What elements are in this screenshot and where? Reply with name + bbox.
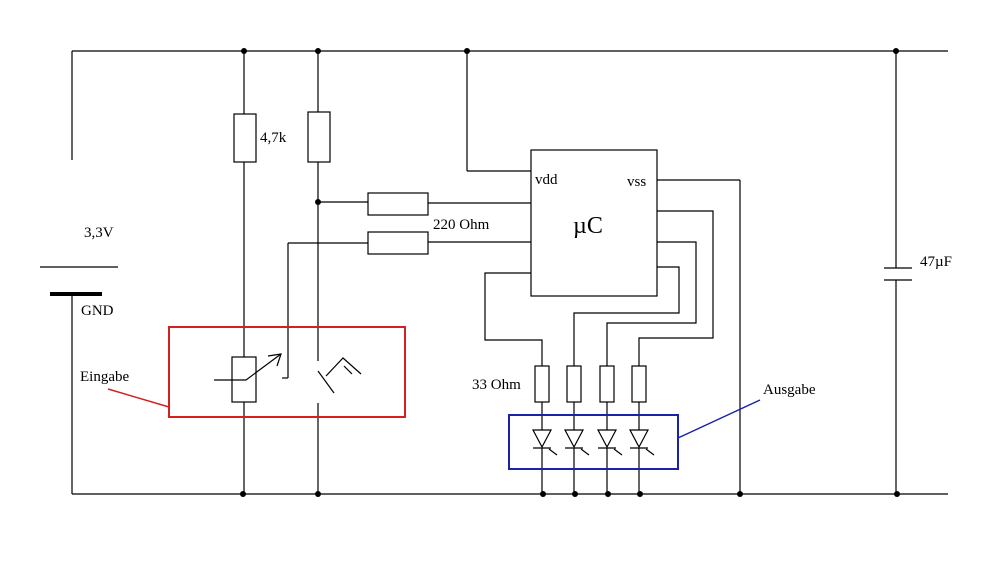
led-4 bbox=[629, 429, 655, 494]
pullup-resistor bbox=[233, 113, 257, 163]
ground-label: GND bbox=[81, 303, 114, 319]
junction-dots bbox=[240, 48, 900, 497]
led-3 bbox=[597, 429, 623, 494]
switch-branch bbox=[307, 51, 368, 494]
vss-wire bbox=[657, 179, 741, 494]
led-resistors bbox=[534, 365, 647, 430]
series-resistors bbox=[367, 192, 531, 255]
pin-vdd-label: vdd bbox=[535, 172, 558, 188]
led-resistor-label: 33 Ohm bbox=[472, 377, 521, 393]
push-button-switch bbox=[317, 357, 362, 394]
variable-resistor bbox=[214, 242, 368, 403]
vdd-wire bbox=[466, 51, 531, 172]
output-group-label: Ausgabe bbox=[763, 382, 816, 398]
switch-pullup-resistor bbox=[307, 111, 331, 163]
microcontroller bbox=[530, 149, 658, 297]
capacitor bbox=[884, 51, 912, 494]
pullup-resistor-branch bbox=[233, 51, 257, 494]
input-group-label: Eingabe bbox=[80, 369, 129, 385]
capacitor-label: 47µF bbox=[920, 254, 952, 270]
battery-voltage-label: 3,3V bbox=[84, 225, 114, 241]
leds bbox=[532, 429, 655, 494]
output-group-box bbox=[508, 399, 761, 470]
output-wires bbox=[484, 210, 714, 366]
pullup-resistor-label: 4,7k bbox=[260, 130, 287, 146]
input-group-box bbox=[107, 326, 406, 418]
battery bbox=[40, 51, 118, 494]
series-resistor-label: 220 Ohm bbox=[433, 217, 490, 233]
led-2 bbox=[564, 429, 590, 494]
mcu-label: µC bbox=[573, 213, 603, 239]
led-1 bbox=[532, 429, 558, 494]
pin-vss-label: vss bbox=[627, 174, 646, 190]
